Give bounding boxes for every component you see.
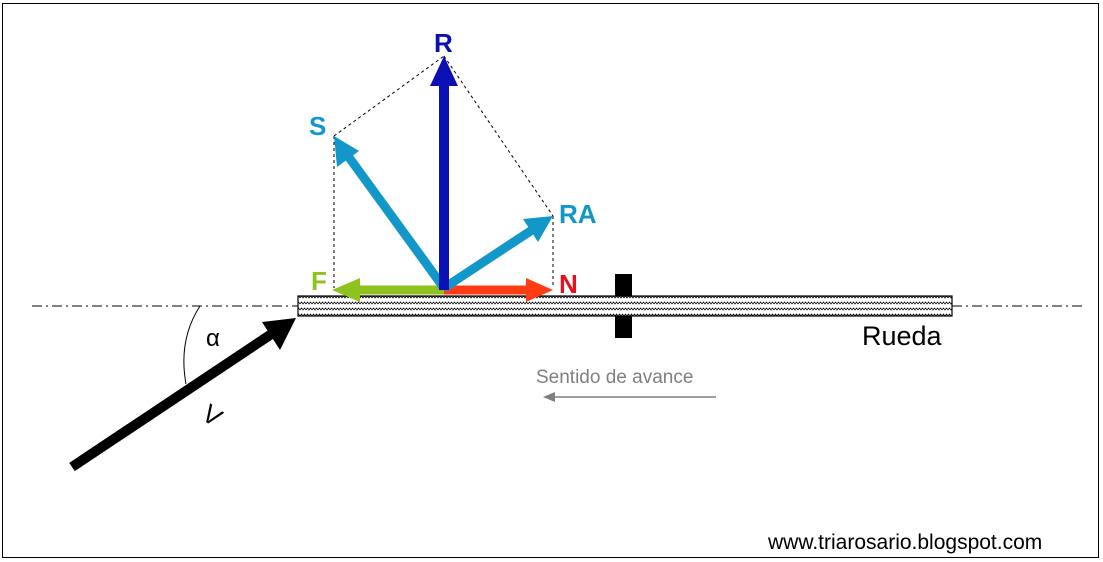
label-direction: Sentido de avance — [536, 367, 693, 388]
force-F-arrow — [332, 278, 444, 302]
wheel-bar — [297, 295, 953, 317]
source-url: www.triarosario.blogspot.com — [767, 531, 1042, 554]
axle-marker-bottom — [615, 316, 632, 338]
label-S: S — [309, 111, 326, 141]
force-R-arrow — [430, 56, 458, 290]
label-F: F — [311, 266, 327, 296]
construction-lines — [333, 55, 554, 288]
label-R: R — [434, 28, 453, 58]
label-RA: RA — [559, 199, 597, 229]
force-N-arrow — [444, 278, 553, 302]
angle-alpha-arc — [183, 305, 201, 385]
label-V: V — [197, 398, 229, 433]
label-N: N — [559, 269, 578, 299]
label-alpha: α — [206, 325, 220, 352]
force-S-arrow — [334, 136, 448, 291]
velocity-V-arrow — [69, 318, 296, 472]
axle-marker-top — [615, 274, 632, 296]
diagram-frame — [2, 3, 1099, 558]
force-RA-arrow — [441, 216, 553, 292]
label-wheel: Rueda — [862, 321, 943, 351]
direction-arrow — [543, 392, 716, 402]
